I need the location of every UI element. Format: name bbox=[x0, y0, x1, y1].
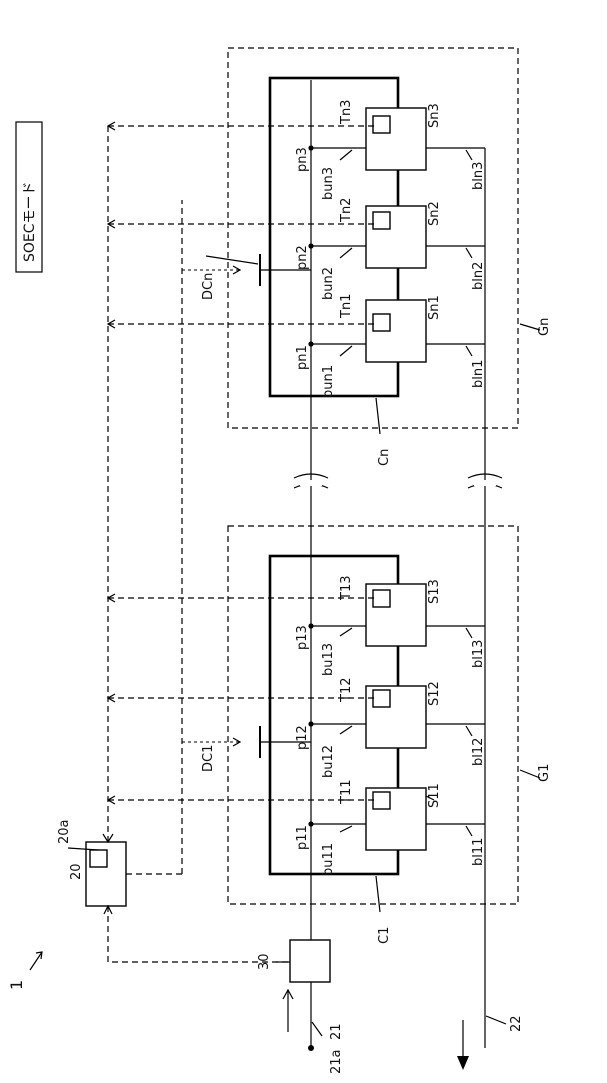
group-g1-label: G1 bbox=[537, 764, 552, 782]
sensor-t13-box bbox=[373, 590, 390, 607]
controller-20a-label: 20a bbox=[57, 819, 72, 844]
dc1-label: DC1 bbox=[201, 745, 216, 772]
junction-p13-label: p13 bbox=[295, 625, 310, 650]
branch-bu13-label: bu13 bbox=[321, 643, 336, 676]
branch-bu13-leader bbox=[340, 628, 352, 636]
stack-sn1: Sn1 Tn1 pn1 bun1 bln1 bbox=[108, 294, 486, 398]
sensor-t11-label: T11 bbox=[339, 780, 354, 805]
lower-pipe-leader bbox=[486, 1016, 506, 1024]
junction-p11-label: p11 bbox=[295, 825, 310, 850]
sensor-tn2-label: Tn2 bbox=[339, 198, 354, 223]
stack-s13-label: S13 bbox=[427, 579, 442, 604]
stack-sn1-label: Sn1 bbox=[427, 295, 442, 320]
branch-bun1-leader bbox=[340, 346, 352, 356]
stack-sn2-label: Sn2 bbox=[427, 201, 442, 226]
system-ref-arrow bbox=[30, 952, 42, 970]
stack-s12-label: S12 bbox=[427, 681, 442, 706]
group-gn-label: Gn bbox=[537, 318, 552, 336]
branch-bln2-leader bbox=[466, 248, 472, 258]
branch-bun3-leader bbox=[340, 150, 352, 160]
stack-sn3-label: Sn3 bbox=[427, 103, 442, 128]
lower-pipe-label: 22 bbox=[509, 1015, 524, 1032]
branch-bln1-leader bbox=[466, 346, 472, 356]
junction-pn2-label: pn2 bbox=[295, 245, 310, 270]
branch-bl12-label: bl12 bbox=[471, 738, 486, 766]
cell-c1-label: C1 bbox=[377, 927, 392, 944]
sensor-tn3-label: Tn3 bbox=[339, 100, 354, 125]
stack-sn2: Sn2 Tn2 pn2 bun2 bln2 bbox=[108, 198, 486, 300]
sensor-t13-label: T13 bbox=[339, 576, 354, 601]
junction-pn1-label: pn1 bbox=[295, 345, 310, 370]
branch-bu12-leader bbox=[340, 726, 352, 734]
controller-sensor-20a bbox=[90, 850, 107, 867]
branch-bl11-label: bl11 bbox=[471, 838, 486, 866]
mode-label: SOECモード bbox=[16, 122, 42, 272]
branch-bu12-label: bu12 bbox=[321, 745, 336, 778]
stack-s11: S11 T11 p11 bu11 bl11 bbox=[108, 780, 486, 876]
sensor-tn2-box bbox=[373, 212, 390, 229]
upper-flow-arrow bbox=[283, 990, 293, 1032]
inlet-point-21a bbox=[308, 1045, 314, 1051]
junction-p12-label: p12 bbox=[295, 725, 310, 750]
stack-s12: S12 T12 p12 bu12 bl12 bbox=[108, 678, 486, 778]
lower-pipe-break-gap bbox=[474, 480, 496, 486]
junction-pn3-label: pn3 bbox=[295, 147, 310, 172]
sensor-tn3-box bbox=[373, 116, 390, 133]
branch-bun2-leader bbox=[340, 248, 352, 258]
branch-bu11-leader bbox=[340, 826, 352, 832]
upper-pipe-leader bbox=[312, 1022, 322, 1036]
branch-bln3-leader bbox=[466, 150, 472, 160]
stack-sn3: Sn3 Tn3 pn3 bun3 bln3 bbox=[108, 100, 486, 200]
dcn-label: DCn bbox=[201, 273, 216, 300]
branch-bl11-leader bbox=[466, 826, 472, 836]
cell-c1-leader bbox=[376, 876, 380, 912]
upper-pipe-break-gap bbox=[300, 480, 322, 486]
controller-20-label: 20 bbox=[69, 863, 84, 880]
branch-bln2-label: bln2 bbox=[471, 262, 486, 290]
sensor-t11-box bbox=[373, 792, 390, 809]
branch-bu11-label: bu11 bbox=[321, 843, 336, 876]
inlet-point-label: 21a bbox=[329, 1049, 344, 1074]
stack-s13: S13 T13 p13 bu13 bl13 bbox=[108, 576, 486, 676]
branch-bln1-label: bln1 bbox=[471, 360, 486, 388]
upper-pipe-label: 21 bbox=[329, 1023, 344, 1040]
stack-s11-label: S11 bbox=[427, 783, 442, 808]
branch-bln3-label: bln3 bbox=[471, 162, 486, 190]
branch-bl13-leader bbox=[466, 628, 472, 638]
system-ref-label: 1 bbox=[7, 980, 26, 990]
mode-label-text: SOECモード bbox=[22, 181, 38, 262]
branch-bun2-label: bun2 bbox=[321, 267, 336, 300]
meter-30-box bbox=[290, 940, 330, 982]
sensor-tn1-label: Tn1 bbox=[339, 294, 354, 319]
branch-bl13-label: bl13 bbox=[471, 640, 486, 668]
dcn-leader bbox=[206, 256, 258, 264]
branch-bun3-label: bun3 bbox=[321, 167, 336, 200]
branch-bun1-label: bun1 bbox=[321, 365, 336, 398]
branch-bl12-leader bbox=[466, 726, 472, 736]
sensor-t12-label: T12 bbox=[339, 678, 354, 703]
sensor-tn1-box bbox=[373, 314, 390, 331]
lower-flow-arrow bbox=[457, 1020, 469, 1070]
cell-cn-label: Cn bbox=[377, 449, 392, 466]
sensor-t12-box bbox=[373, 690, 390, 707]
